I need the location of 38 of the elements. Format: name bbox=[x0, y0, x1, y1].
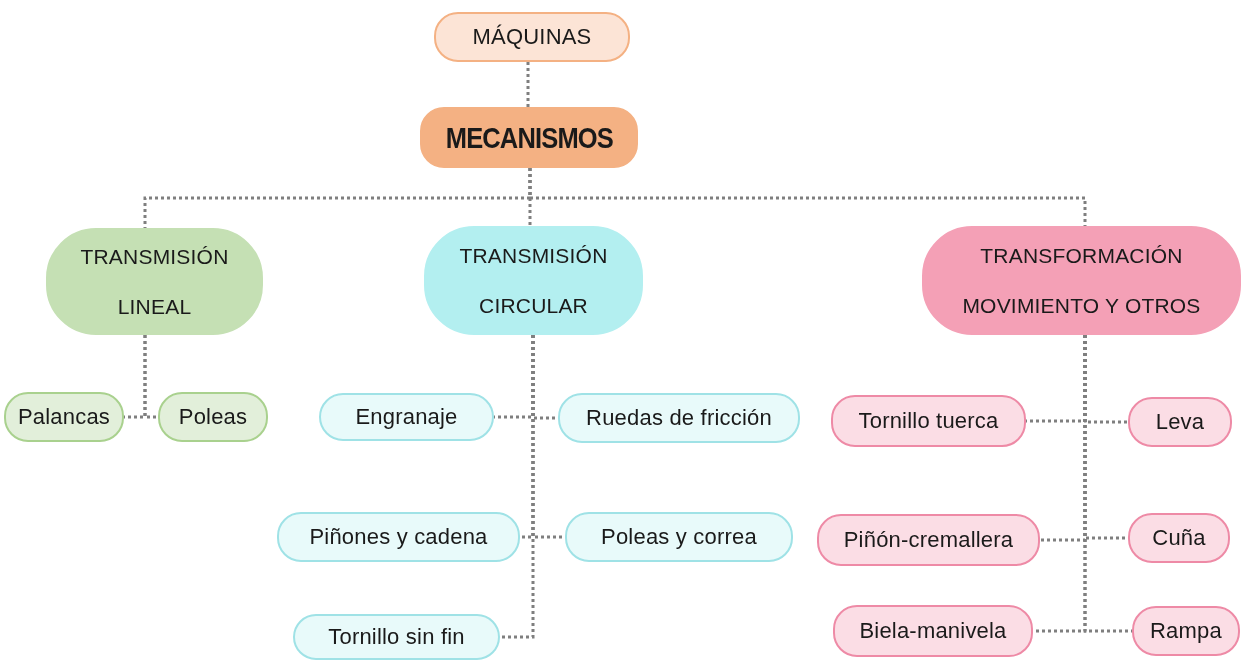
node-label: Piñones y cadena bbox=[309, 523, 488, 551]
rounded-box bbox=[1132, 606, 1240, 656]
rounded-box bbox=[158, 392, 268, 442]
rounded-box bbox=[831, 395, 1026, 447]
rounded-box bbox=[558, 393, 800, 443]
node-label: MECANISMOS bbox=[445, 119, 613, 156]
rounded-box bbox=[319, 393, 494, 441]
dotted-connector bbox=[143, 335, 158, 419]
node-label: TRANSMISIÓN LINEAL bbox=[79, 243, 230, 320]
node-label: Rampa bbox=[1150, 617, 1222, 645]
rounded-box bbox=[833, 605, 1033, 657]
rounded-box bbox=[1128, 513, 1230, 563]
node-label: MÁQUINAS bbox=[472, 23, 592, 51]
dotted-connector bbox=[528, 168, 1087, 226]
node-label: Tornillo tuerca bbox=[858, 407, 999, 435]
rounded-box bbox=[420, 107, 638, 168]
node-label: Poleas bbox=[178, 403, 248, 431]
dotted-connector bbox=[1083, 335, 1132, 633]
rounded-box bbox=[817, 514, 1040, 566]
node-label: Biela-manivela bbox=[859, 617, 1007, 645]
dotted-connector bbox=[526, 62, 530, 107]
node-label: Palancas bbox=[17, 403, 111, 431]
node-label: Engranaje bbox=[355, 403, 458, 431]
rounded-box bbox=[565, 512, 793, 562]
rounded-box bbox=[4, 392, 124, 442]
node-label: Piñón-cremallera bbox=[843, 526, 1014, 554]
node-label: Poleas y correa bbox=[601, 523, 757, 551]
node-label: TRANSMISIÓN CIRCULAR bbox=[458, 242, 609, 319]
node-label: Ruedas de fricción bbox=[586, 404, 772, 432]
node-label: TRANSFORMACIÓN MOVIMIENTO Y OTROS bbox=[961, 242, 1202, 319]
node-label: Leva bbox=[1155, 408, 1205, 436]
dotted-connector bbox=[500, 335, 535, 639]
node-label: Cuña bbox=[1152, 524, 1206, 552]
rounded-box bbox=[277, 512, 520, 562]
rounded-box bbox=[293, 614, 500, 660]
rounded-box bbox=[434, 12, 630, 62]
node-label: Tornillo sin fin bbox=[328, 623, 465, 651]
rounded-box bbox=[1128, 397, 1232, 447]
